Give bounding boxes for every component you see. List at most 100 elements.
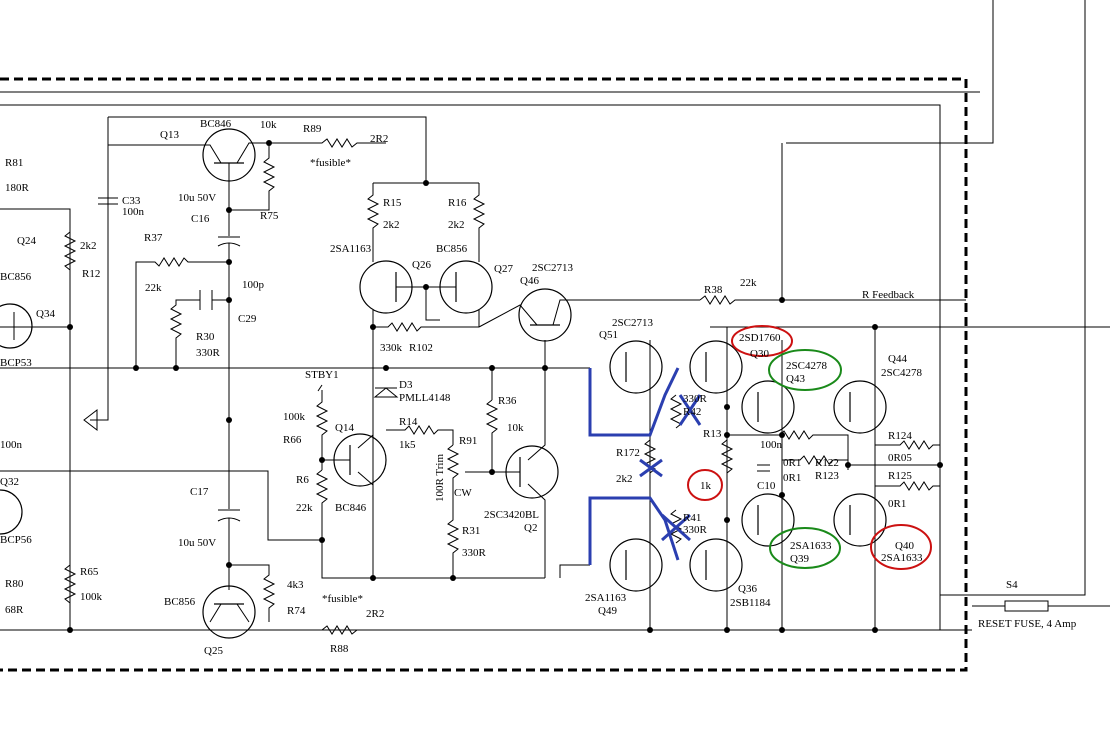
label-r6: R6 [296,474,309,486]
label-q24: Q24 [17,235,36,247]
label-d3: D3 [399,379,413,391]
label-r88-val: 2R2 [366,608,384,620]
label-r122-val: 0R1 [783,457,801,469]
c17-capacitor [217,509,241,590]
label-c17: C17 [190,486,209,498]
label-r89-val: 2R2 [370,133,388,145]
label-cw: CW [454,487,472,499]
label-r125-val: 0R1 [888,498,906,510]
label-q36: Q36 [738,583,757,595]
label-s4: S4 [1006,579,1018,591]
output-stage-wiring [559,324,1110,633]
output-transistors [609,340,887,592]
label-r88: R88 [330,643,349,655]
label-c10-val: 100n [760,439,783,451]
label-r36-val: 10k [507,422,524,434]
label-r66: R66 [283,434,302,446]
label-r91: R91 [459,435,477,447]
label-r74: R74 [287,605,306,617]
label-q13: Q13 [160,129,179,141]
label-r124: R124 [888,430,912,442]
label-r31: R31 [462,525,480,537]
label-q39: Q39 [790,553,809,565]
label-r123: R123 [815,470,839,482]
module-border [0,77,968,672]
label-q49: Q49 [598,605,617,617]
r88-resistor [321,625,358,635]
label-q26: Q26 [412,259,431,271]
label-q43: Q43 [786,373,805,385]
labels: R81 180R Q24 BC856 Q34 BCP53 100n Q32 BC… [0,118,1077,657]
label-fusible-bottom: *fusible* [322,593,363,605]
label-q14-type: BC846 [335,502,367,514]
q26-q27 [359,260,493,578]
label-q46-type: 2SC2713 [532,262,573,274]
label-c-left: 100n [0,439,23,451]
label-q44-type: 2SC4278 [881,367,922,379]
rails [0,91,980,632]
label-q13-type: BC846 [200,118,232,130]
left-components [0,231,77,633]
label-r15: R15 [383,197,402,209]
label-1k-note: 1k [700,480,712,492]
label-q34-type: BCP53 [0,357,32,369]
label-r15-val: 2k2 [383,219,400,231]
label-r30-val: 330R [196,347,221,359]
label-c17-val: 10u 50V [178,537,216,549]
label-r42: R42 [683,406,701,418]
label-c16: C16 [191,213,210,225]
label-r75-val: 10k [260,119,277,131]
label-r172-val: 2k2 [616,473,633,485]
label-r6-val: 22k [296,502,313,514]
label-fusible-top: *fusible* [310,157,351,169]
label-r36: R36 [498,395,517,407]
label-r37: R37 [144,232,163,244]
label-feedback: R Feedback [862,289,915,301]
label-r38-val: 22k [740,277,757,289]
label-r12: R12 [82,268,100,280]
label-q2-type: 2SC3420BL [484,509,539,521]
green-circles [768,349,842,569]
label-r124-val: 0R05 [888,452,912,464]
label-r37-val: 22k [145,282,162,294]
label-q34: Q34 [36,308,55,320]
q14-transistor [322,433,387,487]
label-q27: Q27 [494,263,513,275]
label-r123-val: 0R1 [783,472,801,484]
label-r81-val: 180R [5,182,30,194]
label-c33-val: 100n [122,206,145,218]
label-r66-val: 100k [283,411,306,423]
label-r13: R13 [703,428,722,440]
label-q40-type: 2SA1633 [881,552,923,564]
label-r74-val: 4k3 [287,579,304,591]
label-q46: Q46 [520,275,539,287]
label-q26-type: 2SA1163 [330,243,372,255]
label-d3-type: PMLL4148 [399,392,451,404]
label-c33: C33 [122,195,141,207]
label-q24-type: BC856 [0,271,32,283]
label-r172: R172 [616,447,640,459]
label-c16-val: 10u 50V [178,192,216,204]
c16-capacitor [217,210,241,509]
r89-resistor [269,138,386,148]
label-q2: Q2 [524,522,537,534]
label-s4-desc: RESET FUSE, 4 Amp [978,618,1077,630]
label-r122: R122 [815,457,839,469]
label-q49-type: 2SA1163 [585,592,627,604]
r38-resistor [699,143,966,305]
label-r14: R14 [399,416,418,428]
label-q44: Q44 [888,353,907,365]
r37-r30-c29 [133,257,229,371]
label-r16-val: 2k2 [448,219,465,231]
label-r42-val: 330R [683,393,708,405]
c33-capacitor [98,197,118,205]
label-q51-type: 2SC2713 [612,317,653,329]
r15-r16 [366,180,486,262]
label-r80: R80 [5,578,24,590]
stby-network [315,384,545,581]
q2-transistor [492,340,559,578]
label-q30-type: 2SD1760 [739,332,781,344]
q13-transistor [108,128,276,213]
label-r31-val: 330R [462,547,487,559]
